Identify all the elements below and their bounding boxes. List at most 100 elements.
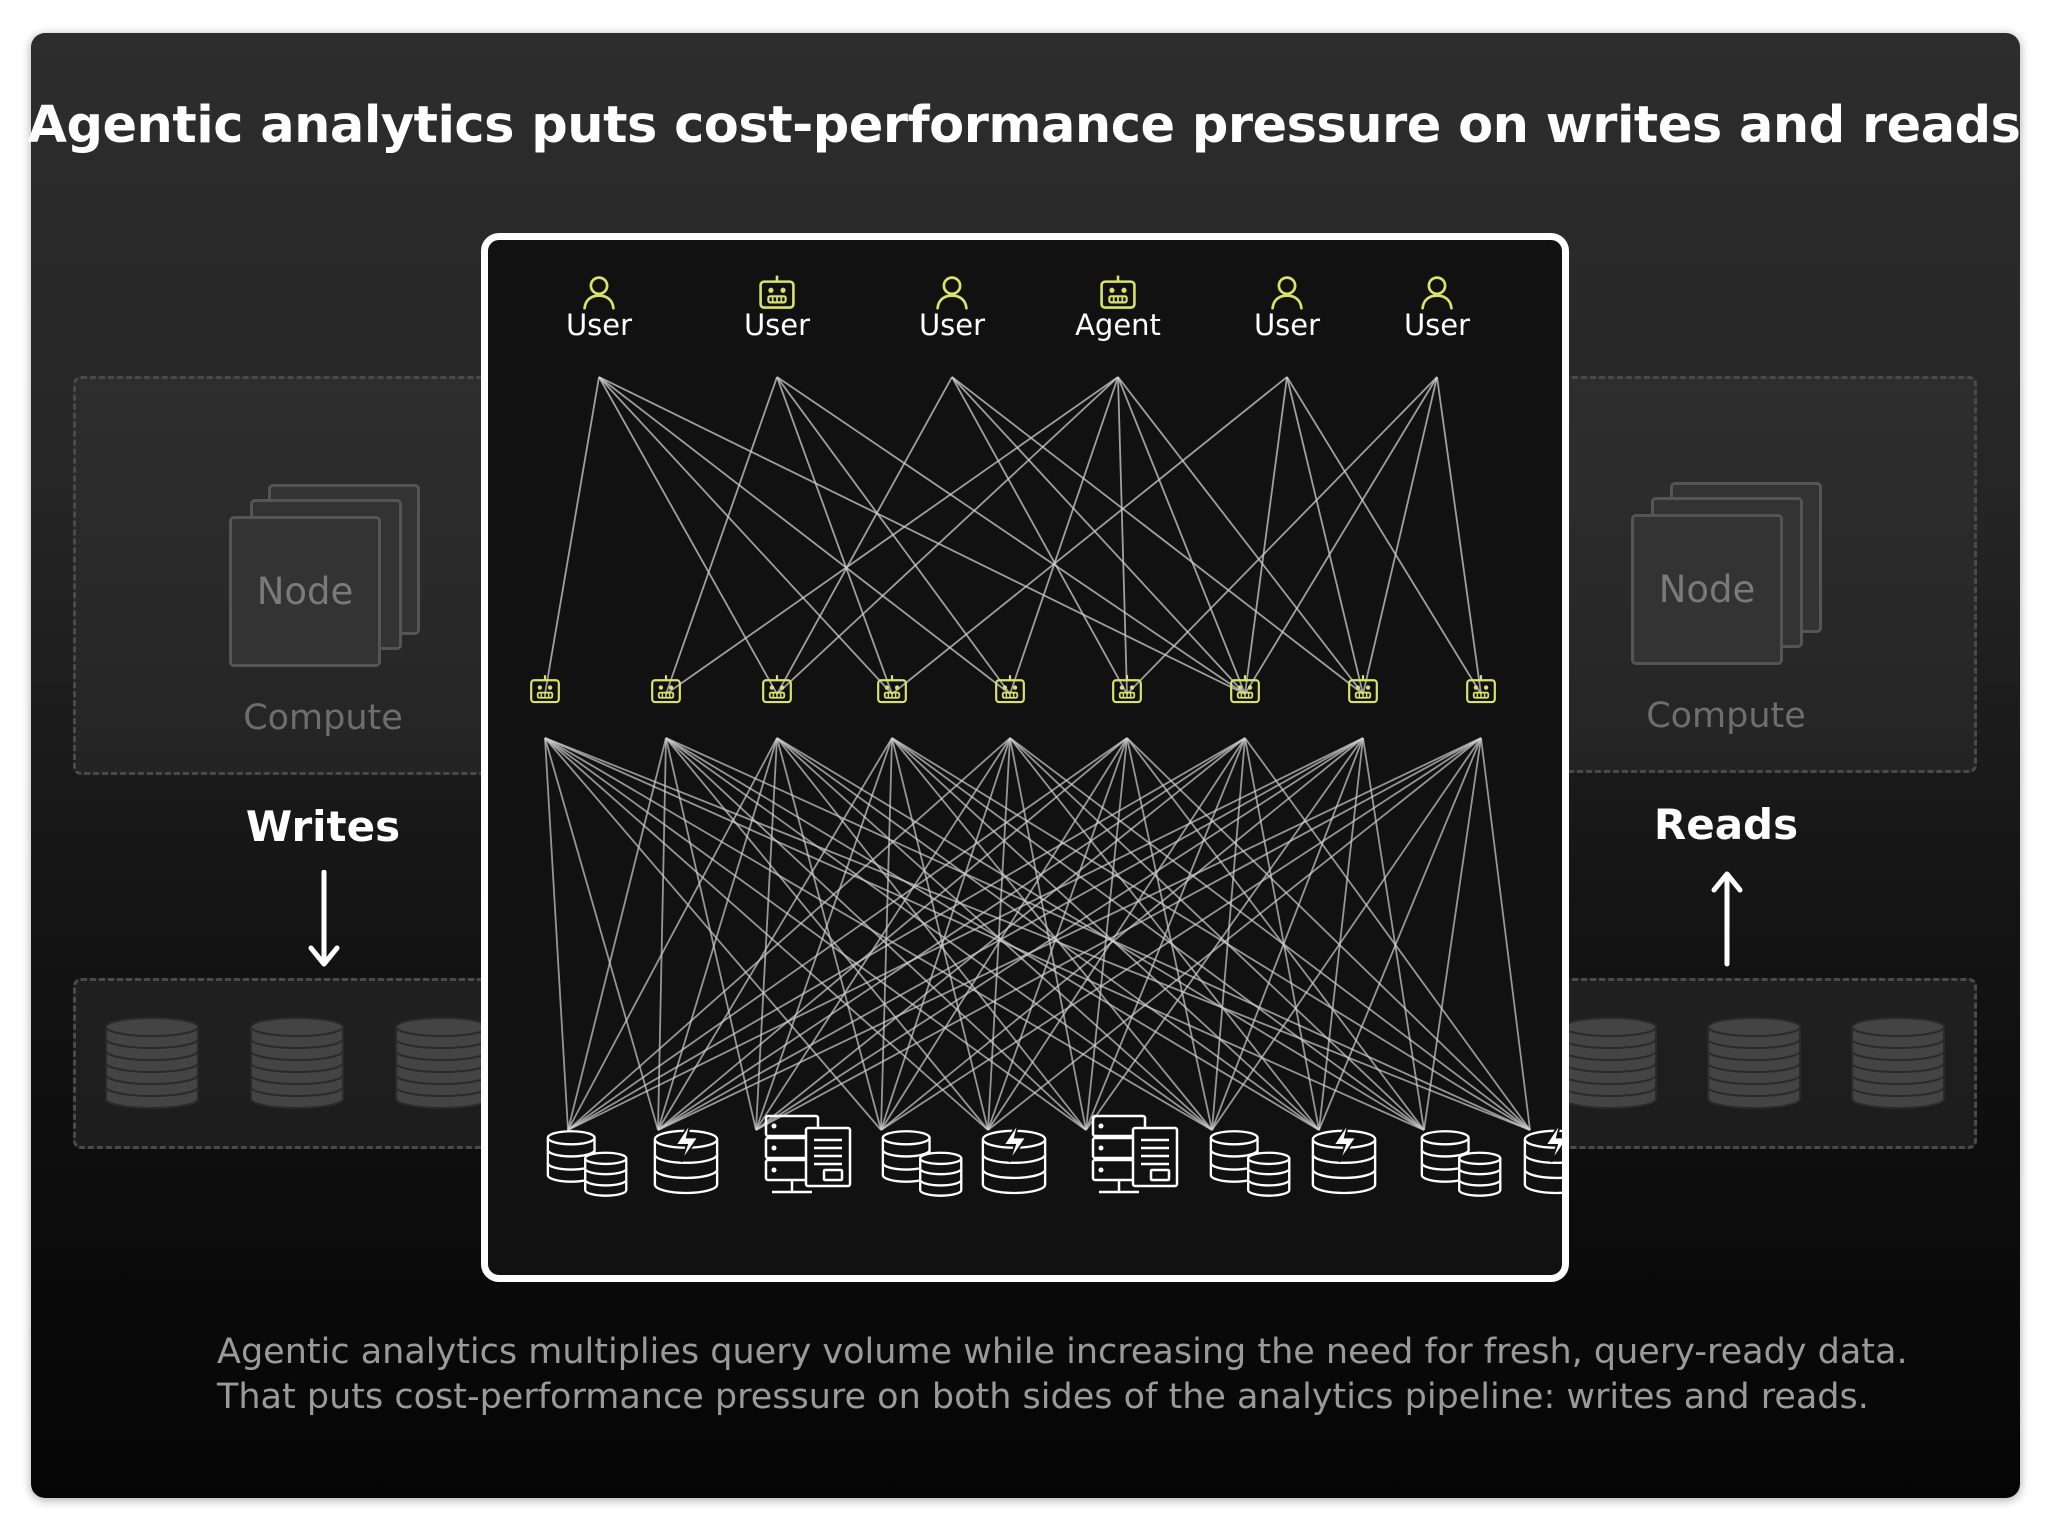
server-document-icon: [766, 1116, 850, 1192]
connection-line: [1318, 737, 1482, 1131]
actor-label: User: [565, 308, 633, 342]
caption-line-2: That puts cost-performance pressure on b…: [217, 1377, 1869, 1417]
connection-line: [1362, 737, 1425, 1131]
connection-line: [567, 737, 667, 1131]
server-document-icon: [1093, 1116, 1177, 1192]
connection-line: [544, 737, 1425, 1131]
reads-compute-label: Compute: [1646, 696, 1806, 736]
connection-line: [776, 376, 953, 695]
connection-line: [1085, 737, 1246, 1131]
connection-line: [1126, 737, 1531, 1131]
connection-line: [657, 737, 1246, 1131]
robot-icon: [761, 276, 794, 308]
database-cluster-icon: [1211, 1131, 1289, 1195]
connection-line: [987, 737, 1011, 1131]
connection-line: [665, 376, 778, 695]
connection-line: [1117, 376, 1364, 695]
connection-line: [657, 737, 778, 1131]
connection-line: [567, 737, 1011, 1131]
connection-line: [1085, 737, 1364, 1131]
connection-line: [598, 376, 778, 695]
connection-line: [891, 737, 1213, 1131]
disk-stack-icon: [104, 1013, 200, 1109]
user-icon: [1423, 278, 1452, 309]
connection-line: [1117, 376, 1128, 695]
connection-line: [987, 737, 1482, 1131]
down-arrow-icon: [308, 870, 340, 967]
robot-icon: [1349, 675, 1377, 702]
connection-line: [1009, 737, 1087, 1131]
connection-line: [987, 737, 1246, 1131]
database-cluster-icon: [883, 1131, 961, 1195]
connection-line: [1286, 376, 1482, 695]
connection-line: [951, 376, 1128, 695]
connection-line: [567, 737, 778, 1131]
writes-disk-3: [394, 1013, 490, 1114]
connection-line: [880, 737, 1364, 1131]
fast-database-icon: [1313, 1122, 1375, 1193]
connection-line: [544, 737, 569, 1131]
connection-line: [951, 376, 1246, 695]
connection-line: [1117, 376, 1246, 695]
writes-disk-2: [249, 1013, 345, 1114]
connection-line: [657, 737, 1128, 1131]
connection-line: [657, 737, 893, 1131]
connection-line: [1085, 737, 1128, 1131]
connection-line: [1211, 737, 1482, 1131]
connection-line: [1480, 737, 1531, 1131]
diagram-title: Agentic analytics puts cost-performance …: [27, 96, 2021, 155]
connection-line: [665, 376, 1119, 695]
connection-line: [665, 737, 1087, 1131]
connection-line: [891, 737, 1531, 1131]
database-cluster-icon: [1422, 1131, 1500, 1195]
connection-line: [665, 737, 1320, 1131]
connection-line: [544, 737, 882, 1131]
disk-stack-icon: [1562, 1013, 1658, 1109]
user-icon: [585, 278, 614, 309]
reads-node-card: [1631, 514, 1783, 665]
connection-line: [544, 737, 1213, 1131]
connection-line: [1126, 376, 1438, 695]
connection-line: [1362, 376, 1438, 695]
connection-line: [544, 376, 600, 695]
connection-line: [776, 737, 1425, 1131]
database-cluster-icon: [548, 1131, 626, 1195]
connection-line: [987, 737, 1128, 1131]
connection-line: [598, 376, 1246, 695]
connection-line: [776, 376, 1246, 695]
connection-line: [665, 737, 989, 1131]
connection-line: [665, 737, 1531, 1131]
actor-label: User: [918, 308, 986, 342]
connection-line: [891, 376, 1288, 695]
connection-line: [1244, 737, 1531, 1131]
connection-line: [880, 737, 1011, 1131]
writes-node-card: [229, 516, 381, 667]
connection-line: [657, 737, 1364, 1131]
connection-line: [755, 737, 1482, 1131]
user-icon: [938, 278, 967, 309]
disk-stack-icon: [249, 1013, 345, 1109]
writes-compute-label: Compute: [243, 698, 403, 738]
connection-line: [567, 737, 1246, 1131]
reads-disk-1: [1562, 1013, 1658, 1114]
actor-label: User: [1253, 308, 1321, 342]
writes-node-label: Node: [256, 570, 354, 613]
reads-disk-3: [1850, 1013, 1946, 1114]
up-arrow-icon: [1711, 871, 1743, 967]
connection-line: [776, 737, 1087, 1131]
connection-line: [776, 737, 1213, 1131]
disk-stack-icon: [394, 1013, 490, 1109]
connection-line: [880, 737, 893, 1131]
connection-line: [1436, 376, 1482, 695]
connection-line: [776, 376, 893, 695]
connection-line: [776, 376, 1119, 695]
caption-line-1: Agentic analytics multiplies query volum…: [217, 1332, 1908, 1372]
actor-label: Agent: [1075, 308, 1161, 342]
connection-line: [598, 376, 1011, 695]
writes-heading: Writes: [245, 802, 401, 851]
connection-line: [665, 737, 757, 1131]
fast-database-icon: [655, 1122, 717, 1193]
connection-line: [1009, 737, 1320, 1131]
connection-line: [1244, 376, 1288, 695]
connection-line: [1318, 737, 1364, 1131]
